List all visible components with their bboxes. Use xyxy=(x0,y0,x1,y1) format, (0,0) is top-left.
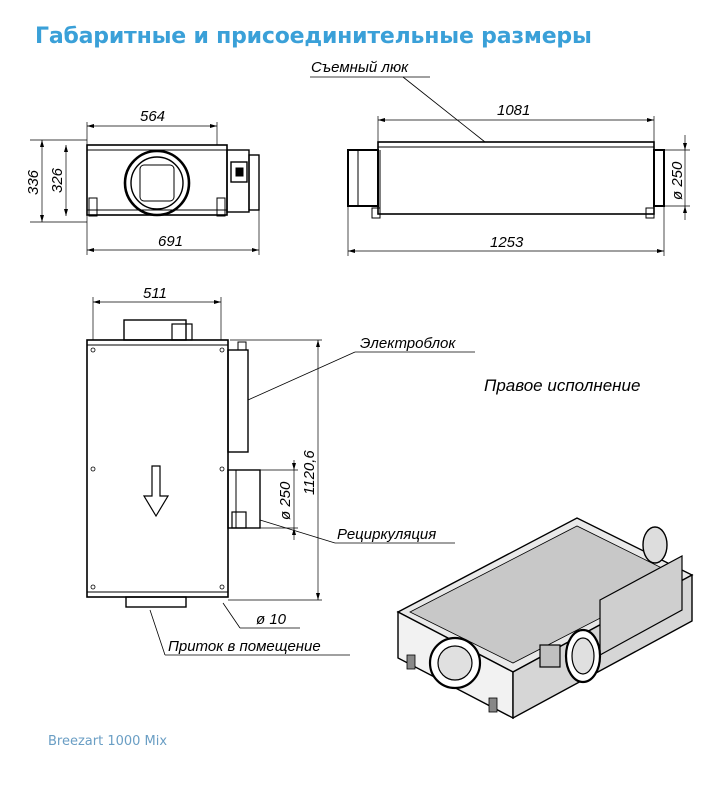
dim-1081: 1081 xyxy=(497,102,530,119)
dim-mount-hole-10: ø 10 xyxy=(256,611,287,628)
dim-511: 511 xyxy=(143,285,167,302)
front-body xyxy=(86,144,228,216)
dim-1253: 1253 xyxy=(490,234,524,251)
dim-336: 336 xyxy=(25,169,42,195)
dim-564: 564 xyxy=(140,108,165,125)
dim-326: 326 xyxy=(49,167,66,193)
top-duct-lower xyxy=(125,596,187,608)
callout-supply: Приток в помещение xyxy=(168,638,321,655)
top-view xyxy=(86,297,475,656)
top-electrical-box xyxy=(227,349,249,453)
side-body xyxy=(377,141,655,215)
isometric-view xyxy=(396,517,694,720)
callout-hatch: Съемный люк xyxy=(311,59,409,76)
page-title: Габаритные и присоединительные размеры xyxy=(35,24,592,49)
dim-duct-250-top: ø 250 xyxy=(277,481,294,520)
dim-1120-6: 1120,6 xyxy=(301,450,318,495)
callout-electrical-box: Электроблок xyxy=(360,335,456,352)
side-duct-right xyxy=(653,149,665,207)
dim-duct-250-side: ø 250 xyxy=(669,161,686,200)
side-duct-left xyxy=(347,149,379,207)
callout-recirculation: Рециркуляция xyxy=(337,526,436,543)
front-view xyxy=(30,122,260,255)
top-recirc-duct xyxy=(227,469,261,529)
variant-label: Правое исполнение xyxy=(484,376,640,395)
top-body xyxy=(86,339,229,598)
front-duct-outer xyxy=(123,149,191,217)
side-view xyxy=(310,76,690,256)
top-duct-upper xyxy=(123,319,187,341)
dim-691: 691 xyxy=(158,233,183,250)
footer-model: Breezart 1000 Mix xyxy=(48,734,168,749)
iso-control-box xyxy=(599,554,683,657)
